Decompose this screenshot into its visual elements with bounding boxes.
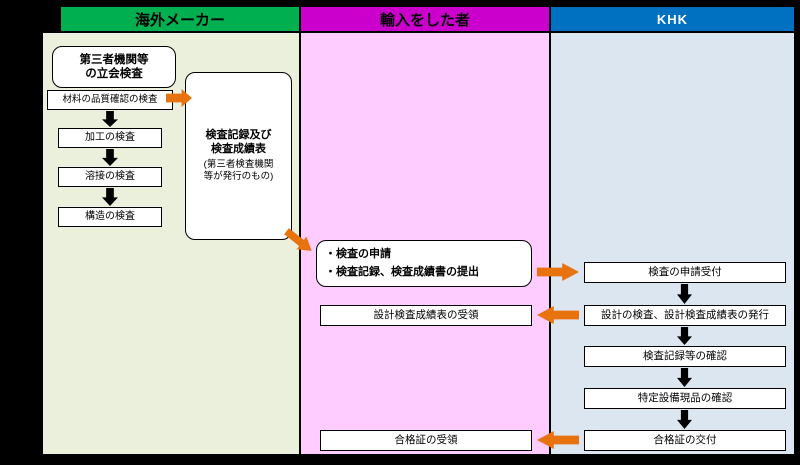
inspection-records-title: 検査記録及び 検査成績表 [205,128,272,155]
khk-step-equipment-confirmation: 特定設備現品の確認 [584,388,786,409]
column-header-khk: KHK [550,6,795,32]
khk-step-design-inspection: 設計の検査、設計検査成績表の発行 [584,305,786,326]
step-processing-inspection: 加工の検査 [58,128,162,148]
certificate-receipt-box: 合格証の受領 [320,430,532,451]
step-welding-inspection: 溶接の検査 [58,167,162,187]
khk-lane [550,32,795,455]
khk-step-certificate-issuance: 合格証の交付 [584,430,786,451]
inspection-records-box: 検査記録及び 検査成績表 (第三者検査機関 等が発行のもの) [185,72,292,240]
witness-inspection-title-box: 第三者機関等 の立会検査 [52,46,176,88]
inspection-records-note: (第三者検査機関 等が発行のもの) [203,159,274,183]
design-results-receipt-box: 設計検査成績表の受領 [320,305,532,326]
khk-step-application-reception: 検査の申請受付 [584,262,786,283]
column-header-overseas-manufacturer: 海外メーカー [60,6,300,32]
khk-step-records-confirmation: 検査記録等の確認 [584,346,786,367]
step-material-quality-inspection: 材料の品質確認の検査 [47,90,173,110]
step-structure-inspection: 構造の検査 [58,207,162,227]
column-header-importer: 輸入をした者 [300,6,550,32]
inspection-application-box: ・検査の申請 ・検査記録、検査成績書の提出 [316,240,532,287]
